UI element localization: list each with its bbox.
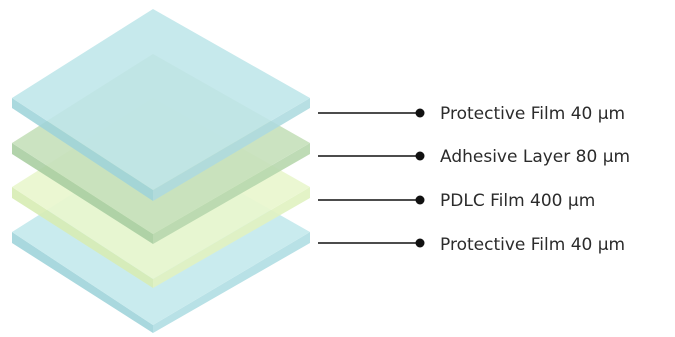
layer-side-right bbox=[153, 143, 310, 244]
layer-side-right bbox=[153, 98, 310, 201]
leader-line-3 bbox=[318, 195, 425, 205]
layer-side-left bbox=[12, 143, 153, 244]
leader-line-2 bbox=[318, 151, 425, 161]
leader-line-1 bbox=[318, 108, 425, 118]
layer-side-left bbox=[12, 98, 153, 201]
layer-side-right bbox=[153, 187, 310, 288]
layer-label-pdlc: PDLC Film 400 µm bbox=[440, 191, 596, 211]
leader-line-4 bbox=[318, 238, 425, 248]
layer-label-protective-film-top: Protective Film 40 µm bbox=[440, 104, 626, 124]
layer-side-right bbox=[153, 232, 310, 333]
layer-label-adhesive: Adhesive Layer 80 µm bbox=[440, 147, 631, 167]
layer-label-protective-film-bottom: Protective Film 40 µm bbox=[440, 235, 626, 255]
layer-side-left bbox=[12, 232, 153, 333]
layer-top bbox=[12, 9, 310, 190]
layer-protective-film-top bbox=[12, 9, 310, 201]
layer-side-left bbox=[12, 187, 153, 288]
